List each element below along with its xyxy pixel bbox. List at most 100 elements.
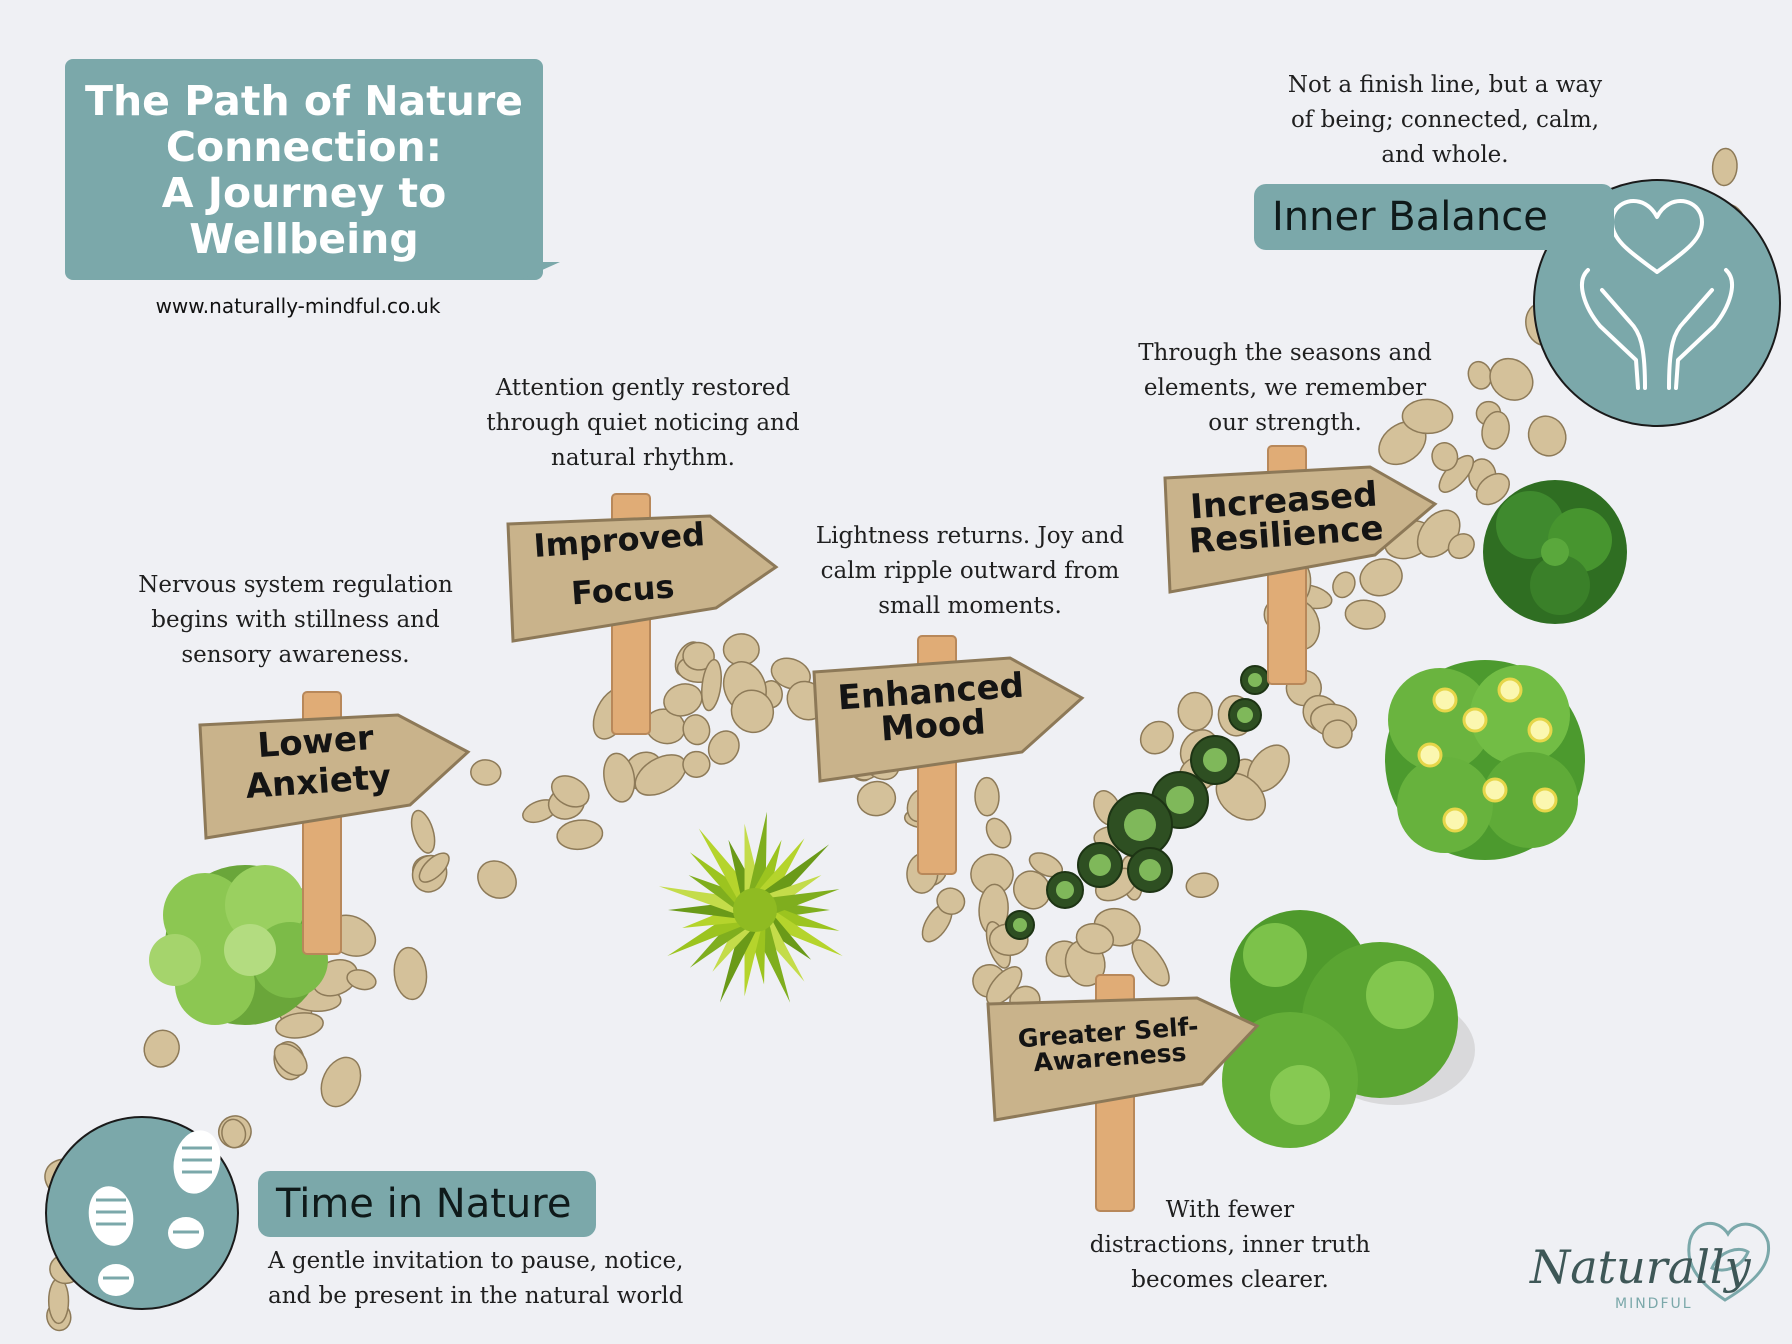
flowering-shrub [1385,660,1585,860]
succulent-center [1013,918,1027,932]
leaf [768,889,840,915]
stepping-stone [143,1029,180,1068]
stepping-stone [682,714,711,746]
website-link[interactable]: www.naturally-mindful.co.uk [155,294,441,318]
improved-focus-description: Attention gently restored through quiet … [486,375,800,471]
heart-hands-icon [1580,199,1734,390]
logo-subtitle: MINDFUL [1615,1296,1693,1312]
stepping-stone [722,633,760,667]
sign-improved-focus: Improved Focus [532,515,707,613]
stepping-stone [1075,923,1115,955]
footprints-icon [88,1130,221,1296]
heart-leaf-icon [1687,1222,1771,1302]
inner-balance-label: Inner Balance [1254,184,1614,250]
flower [1432,687,1458,713]
stepping-stone [346,969,377,991]
flower [1442,807,1468,833]
sign-lower-anxiety: Lower Anxiety [244,718,393,807]
title-line-2: Connection: [165,122,443,171]
leaf [688,875,746,911]
stepping-stone [1489,357,1534,401]
sign-board-enhanced-mood [812,656,1085,783]
stepping-stone [1139,720,1174,755]
flower [1482,777,1508,803]
succulent-center [1248,673,1262,687]
flower [1497,677,1523,703]
leaf [712,918,754,972]
stepping-stone [273,1043,308,1077]
stepping-stone [701,658,722,712]
succulent-center [1089,854,1111,876]
stepping-stone [320,1056,362,1108]
leaf [764,909,843,957]
time-in-nature-label: Time in Nature [258,1171,596,1237]
stepping-stone [1332,571,1356,599]
stepping-stone [603,752,636,803]
sign-increased-resilience: Increased Resilience [1187,474,1385,562]
stepping-stone [730,689,775,734]
start-circle [45,1116,239,1310]
sign-board-resilience [1163,465,1438,594]
dark-shrub-top-right [1483,480,1627,624]
stepping-stone [936,887,966,915]
lower-anxiety-description: Nervous system regulation begins with st… [138,572,453,668]
spiky-plant-center [658,811,843,1003]
logo-wordmark: Naturally [1530,1240,1751,1294]
stepping-stone [1431,442,1459,472]
self-awareness-description: With fewer distractions, inner truth bec… [1089,1197,1371,1293]
leaf [719,921,758,1003]
shrub-bottom-right [1222,910,1475,1148]
stepping-stone [707,730,740,765]
title-line-1: The Path of Nature [85,76,523,125]
title-speech-tail [520,262,560,280]
leaf [658,886,742,915]
stepping-stone [393,946,428,1001]
stepping-stone [682,641,715,671]
inner-balance-description: Not a finish line, but a way of being; c… [1287,72,1603,168]
stepping-stone [1322,719,1353,749]
stepping-stone [410,809,436,854]
flower [1462,707,1488,733]
stepping-stone [682,750,711,778]
stepping-stone [1711,147,1738,187]
sign-board-improved-focus [506,514,779,643]
stepping-stone [1131,939,1170,987]
succulent-center [1056,881,1074,899]
flower [1417,742,1443,768]
stepping-stone [1177,691,1213,732]
succulent-center [1124,809,1156,841]
stepping-stone [1344,599,1386,630]
stepping-stone [1185,872,1219,898]
leaf [748,811,767,896]
succulent-center [1203,748,1227,772]
stepping-stone [275,1012,324,1039]
title-line-4: Wellbeing [189,214,419,263]
stepping-stone [1527,415,1567,457]
leaf [768,905,840,931]
stepping-stone [1447,533,1475,560]
time-in-nature-description: A gentle invitation to pause, notice, an… [268,1248,684,1309]
stepping-stone [1359,558,1403,597]
stepping-stone [1401,398,1454,435]
stepping-stone [470,759,502,786]
succulent-center [1139,859,1161,881]
sign-board-lower-anxiety [198,713,471,840]
stepping-stone [477,860,517,899]
sign-board-self-awareness [986,996,1260,1122]
plant-center [733,888,777,932]
title-line-3: A Journey to [161,168,447,217]
stepping-stone [47,1277,70,1325]
stepping-stone [556,819,604,851]
shrub-left [149,865,328,1025]
flower [1527,717,1553,743]
title-box: The Path of Nature Connection: A Journey… [65,59,543,280]
stepping-stone [550,775,590,808]
flower [1532,787,1558,813]
succulent-center [1237,707,1253,723]
stepping-stone [418,852,450,883]
leaf [756,838,805,902]
succulent-cluster [1005,665,1270,940]
stepping-stone [856,780,897,817]
succulent-center [1166,786,1194,814]
